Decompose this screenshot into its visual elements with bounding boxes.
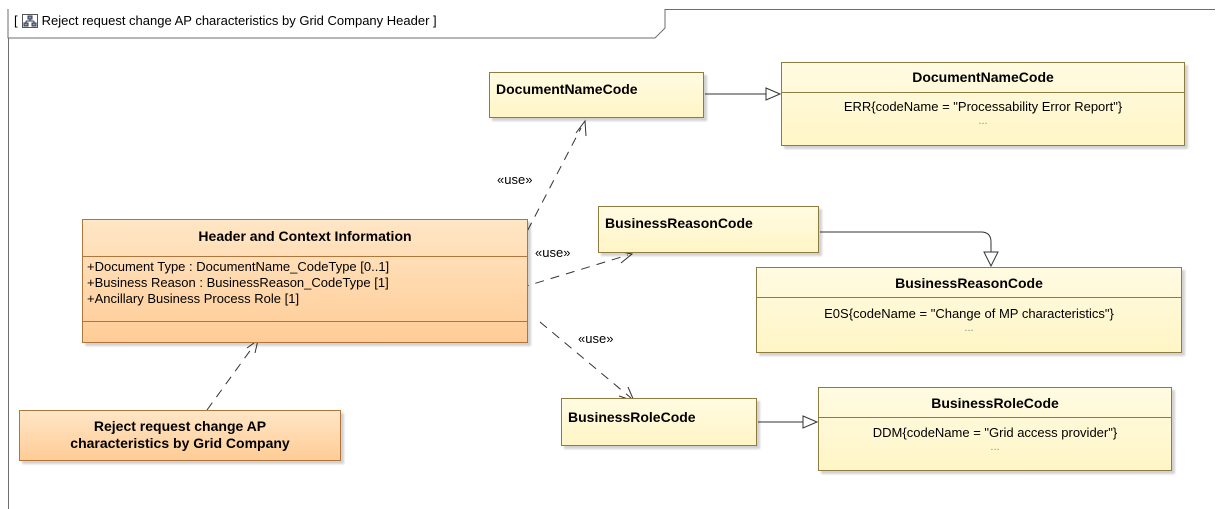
document-name-code-enum-title: DocumentNameCode [912,69,1054,85]
attribute-ancillary-role: +Ancillary Business Process Role [1] [87,291,300,306]
business-role-code-enum-literals: DDM{codeName = "Grid access provider"} .… [819,417,1171,453]
reject-request-class[interactable]: Reject request change AP characteristics… [19,410,341,461]
header-context-title: Header and Context Information [198,228,412,244]
frame-tab [7,9,666,39]
attribute-business-reason: +Business Reason : BusinessReason_CodeTy… [87,275,389,290]
business-role-code-enum-title: BusinessRoleCode [931,395,1059,411]
business-role-code-more: ... [990,441,1000,453]
use-label-3: «use» [578,331,614,346]
document-name-code-class-title: DocumentNameCode [496,81,638,97]
use-dependency-1-arrowhead [575,119,587,137]
document-name-code-literal: ERR{codeName = "Processability Error Rep… [843,99,1123,114]
dependency-reject-to-header [206,347,253,411]
reject-request-title-2: characteristics by Grid Company [70,435,290,451]
business-reason-code-enum-title: BusinessReasonCode [895,275,1043,291]
use-dependency-1 [519,127,582,246]
document-name-code-class[interactable]: DocumentNameCode [489,72,704,118]
attribute-document-type: +Document Type : DocumentName_CodeType [… [87,259,390,274]
document-name-code-enum[interactable]: DocumentNameCode ERR{codeName = "Process… [781,62,1185,146]
document-name-code-enum-literals: ERR{codeName = "Processability Error Rep… [782,92,1184,127]
header-context-class[interactable]: Header and Context Information +Document… [82,219,528,343]
business-role-code-class[interactable]: BusinessRoleCode [561,398,757,446]
use-label-1: «use» [497,172,533,187]
generalization-business-reason-head [983,251,999,268]
use-label-2: «use» [535,245,571,260]
business-reason-code-enum-literals: E0S{codeName = "Change of MP characteris… [757,297,1181,334]
business-role-code-class-title: BusinessRoleCode [568,409,696,425]
frame-open-bracket: [ [14,13,18,28]
diagram-icon [21,13,38,28]
frame-title-text: Reject request change AP characteristics… [41,13,437,28]
generalization-business-reason [820,231,992,252]
reject-request-title-1: Reject request change AP [93,418,267,434]
use-dependency-2 [519,254,629,289]
business-role-code-enum[interactable]: BusinessRoleCode DDM{codeName = "Grid ac… [818,387,1172,471]
use-dependency-3 [539,321,632,399]
header-operations [83,321,527,336]
business-reason-code-more: ... [964,322,974,334]
business-reason-code-class[interactable]: BusinessReasonCode [598,206,819,253]
business-role-code-literal: DDM{codeName = "Grid access provider"} [872,425,1118,440]
generalization-business-role-head [802,415,819,429]
header-attributes: +Document Type : DocumentName_CodeType [… [83,256,527,321]
document-name-code-more: ... [978,115,988,127]
business-reason-code-class-title: BusinessReasonCode [605,215,753,231]
frame-title: [ Reject request change AP characteristi… [14,13,437,28]
business-reason-code-enum[interactable]: BusinessReasonCode E0S{codeName = "Chang… [756,267,1182,353]
business-reason-code-literal: E0S{codeName = "Change of MP characteris… [824,306,1114,321]
generalization-document-name-head [765,87,782,101]
